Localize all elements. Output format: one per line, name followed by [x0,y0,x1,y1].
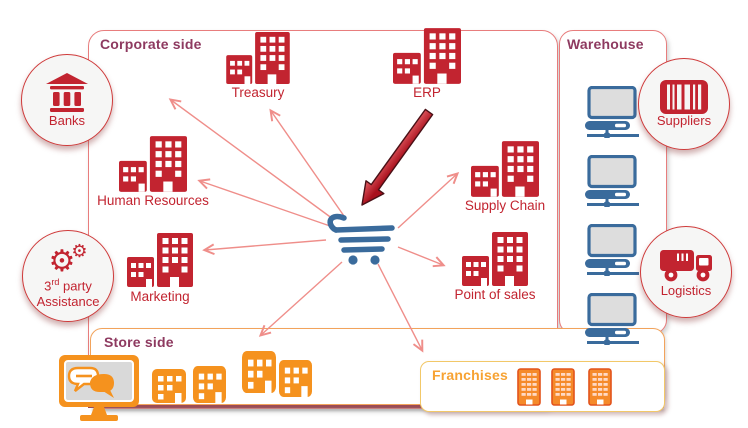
building-icon [127,232,193,288]
gears-icon: ⚙⚙ [48,241,88,279]
franchise-tower-icon [588,368,612,406]
partner-suppliers: Suppliers [638,58,730,150]
store-building-icon [279,360,312,397]
dept-point-of-sales: Point of sales [445,232,545,302]
building-icon [471,141,539,197]
barcode-icon [660,79,708,114]
building-icon [393,28,461,84]
partner-banks: Banks [21,54,113,146]
dept-label: ERP [413,85,441,100]
franchises-title: Franchises [432,367,508,383]
dept-human-resources: Human Resources [95,136,211,208]
partner-label: Banks [48,112,86,128]
truck-icon [660,249,712,281]
franchise-tower-icon [517,368,541,406]
dept-marketing: Marketing [115,232,205,304]
bottom-accent-line [88,405,664,408]
chat-monitor-icon [59,355,139,421]
store-building-icon [193,366,226,403]
partner-label: Suppliers [656,112,712,128]
server-computer-icon [584,155,642,207]
dept-label: Point of sales [454,287,536,302]
server-computer-icon [584,224,642,276]
dept-erp: ERP [389,28,465,100]
store-side-title: Store side [104,334,174,350]
server-computer-icon [584,86,642,138]
store-building-icon [242,351,276,393]
franchises-box [420,361,665,412]
dept-label: Human Resources [97,193,209,208]
dept-treasury: Treasury [220,32,296,100]
dept-label: Marketing [130,289,190,304]
server-computer-icon [584,293,642,345]
franchise-tower-icon [551,368,575,406]
dept-label: Treasury [231,85,285,100]
corporate-side-title: Corporate side [100,36,202,52]
dept-label: Supply Chain [464,198,546,213]
dept-supply-chain: Supply Chain [455,141,555,213]
shopping-cart-icon [327,213,395,265]
partner-label: Logistics [660,282,712,298]
building-icon [462,232,528,286]
building-icon [119,136,187,192]
building-icon [226,32,290,84]
bottom-shadow-line [92,408,664,411]
bank-icon [46,72,88,112]
partner-logistics: Logistics [640,226,732,318]
warehouse-title: Warehouse [567,36,644,52]
store-building-icon [152,369,186,403]
